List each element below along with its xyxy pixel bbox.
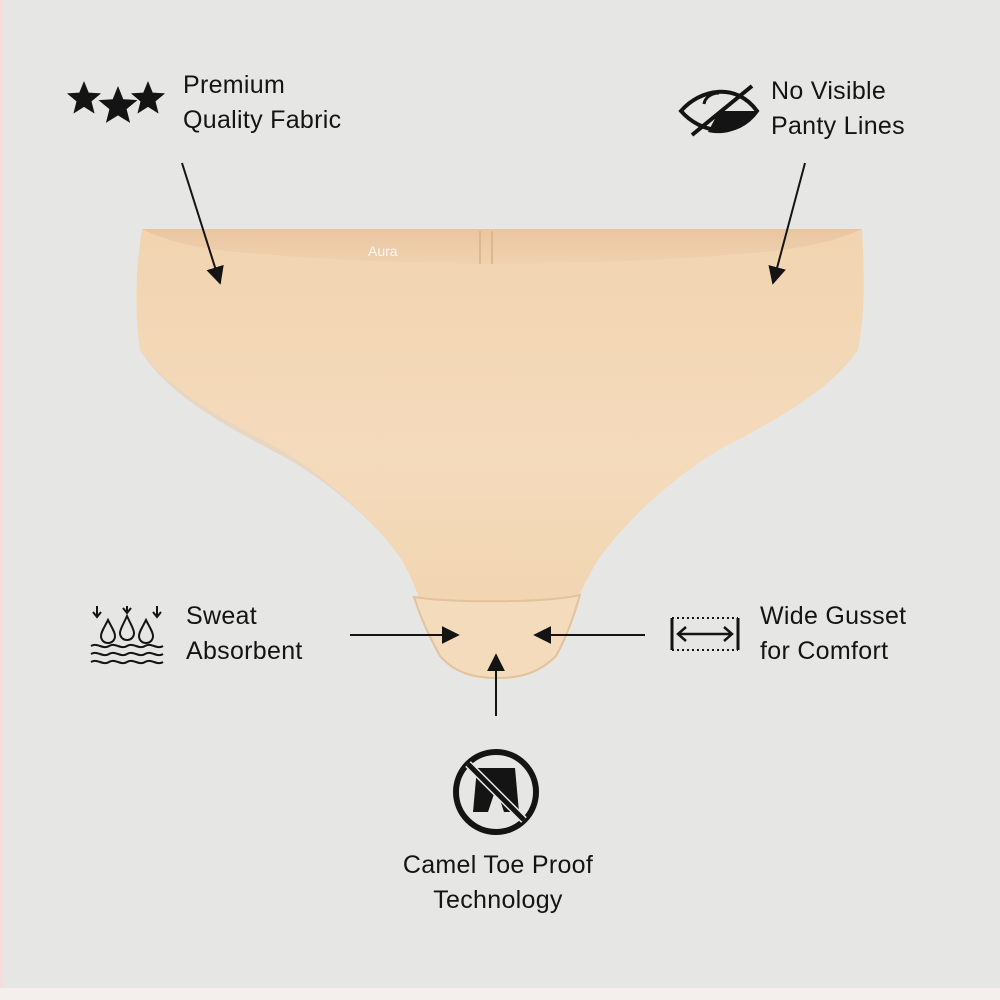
sweat-line-2: Absorbent: [186, 637, 303, 665]
camel-line-2: Technology: [433, 886, 563, 914]
no-visible-lines-label: No Visible Panty Lines: [771, 74, 905, 144]
inner-label-seam: [479, 231, 493, 264]
gusset-panel: [412, 593, 582, 680]
width-arrows-icon: [670, 617, 740, 651]
camel-line-1: Camel Toe Proof: [402, 851, 594, 879]
no-shorts-icon: [453, 749, 539, 835]
premium-line-2: Quality Fabric: [183, 106, 342, 134]
eye-slash-icon: [678, 84, 760, 137]
premium-line-1: Premium: [183, 71, 286, 99]
sweat-line-1: Sweat: [186, 602, 257, 630]
premium-fabric-label: Premium Quality Fabric: [183, 68, 341, 138]
wide-gusset-label: Wide Gusset for Comfort: [760, 599, 906, 669]
brand-mark: Aura: [368, 243, 398, 259]
camel-toe-proof-label: Camel Toe Proof Technology: [370, 848, 626, 918]
inner-waistband: [142, 229, 862, 264]
thong-underwear: Aura: [136, 229, 864, 680]
gusset-line-1: Wide Gusset: [760, 602, 907, 630]
three-stars-icon: [66, 81, 166, 123]
bottom-border: [0, 988, 1000, 1000]
garment-body: [136, 229, 864, 678]
arrow-no-lines: [768, 162, 806, 285]
gusset-line-2: for Comfort: [760, 637, 889, 665]
water-drops-icon: [90, 606, 164, 665]
arrow-premium: [181, 162, 224, 285]
no-lines-line-2: Panty Lines: [771, 112, 905, 140]
left-border: [0, 0, 3, 1000]
sweat-absorbent-label: Sweat Absorbent: [186, 599, 303, 669]
no-lines-line-1: No Visible: [771, 77, 887, 105]
